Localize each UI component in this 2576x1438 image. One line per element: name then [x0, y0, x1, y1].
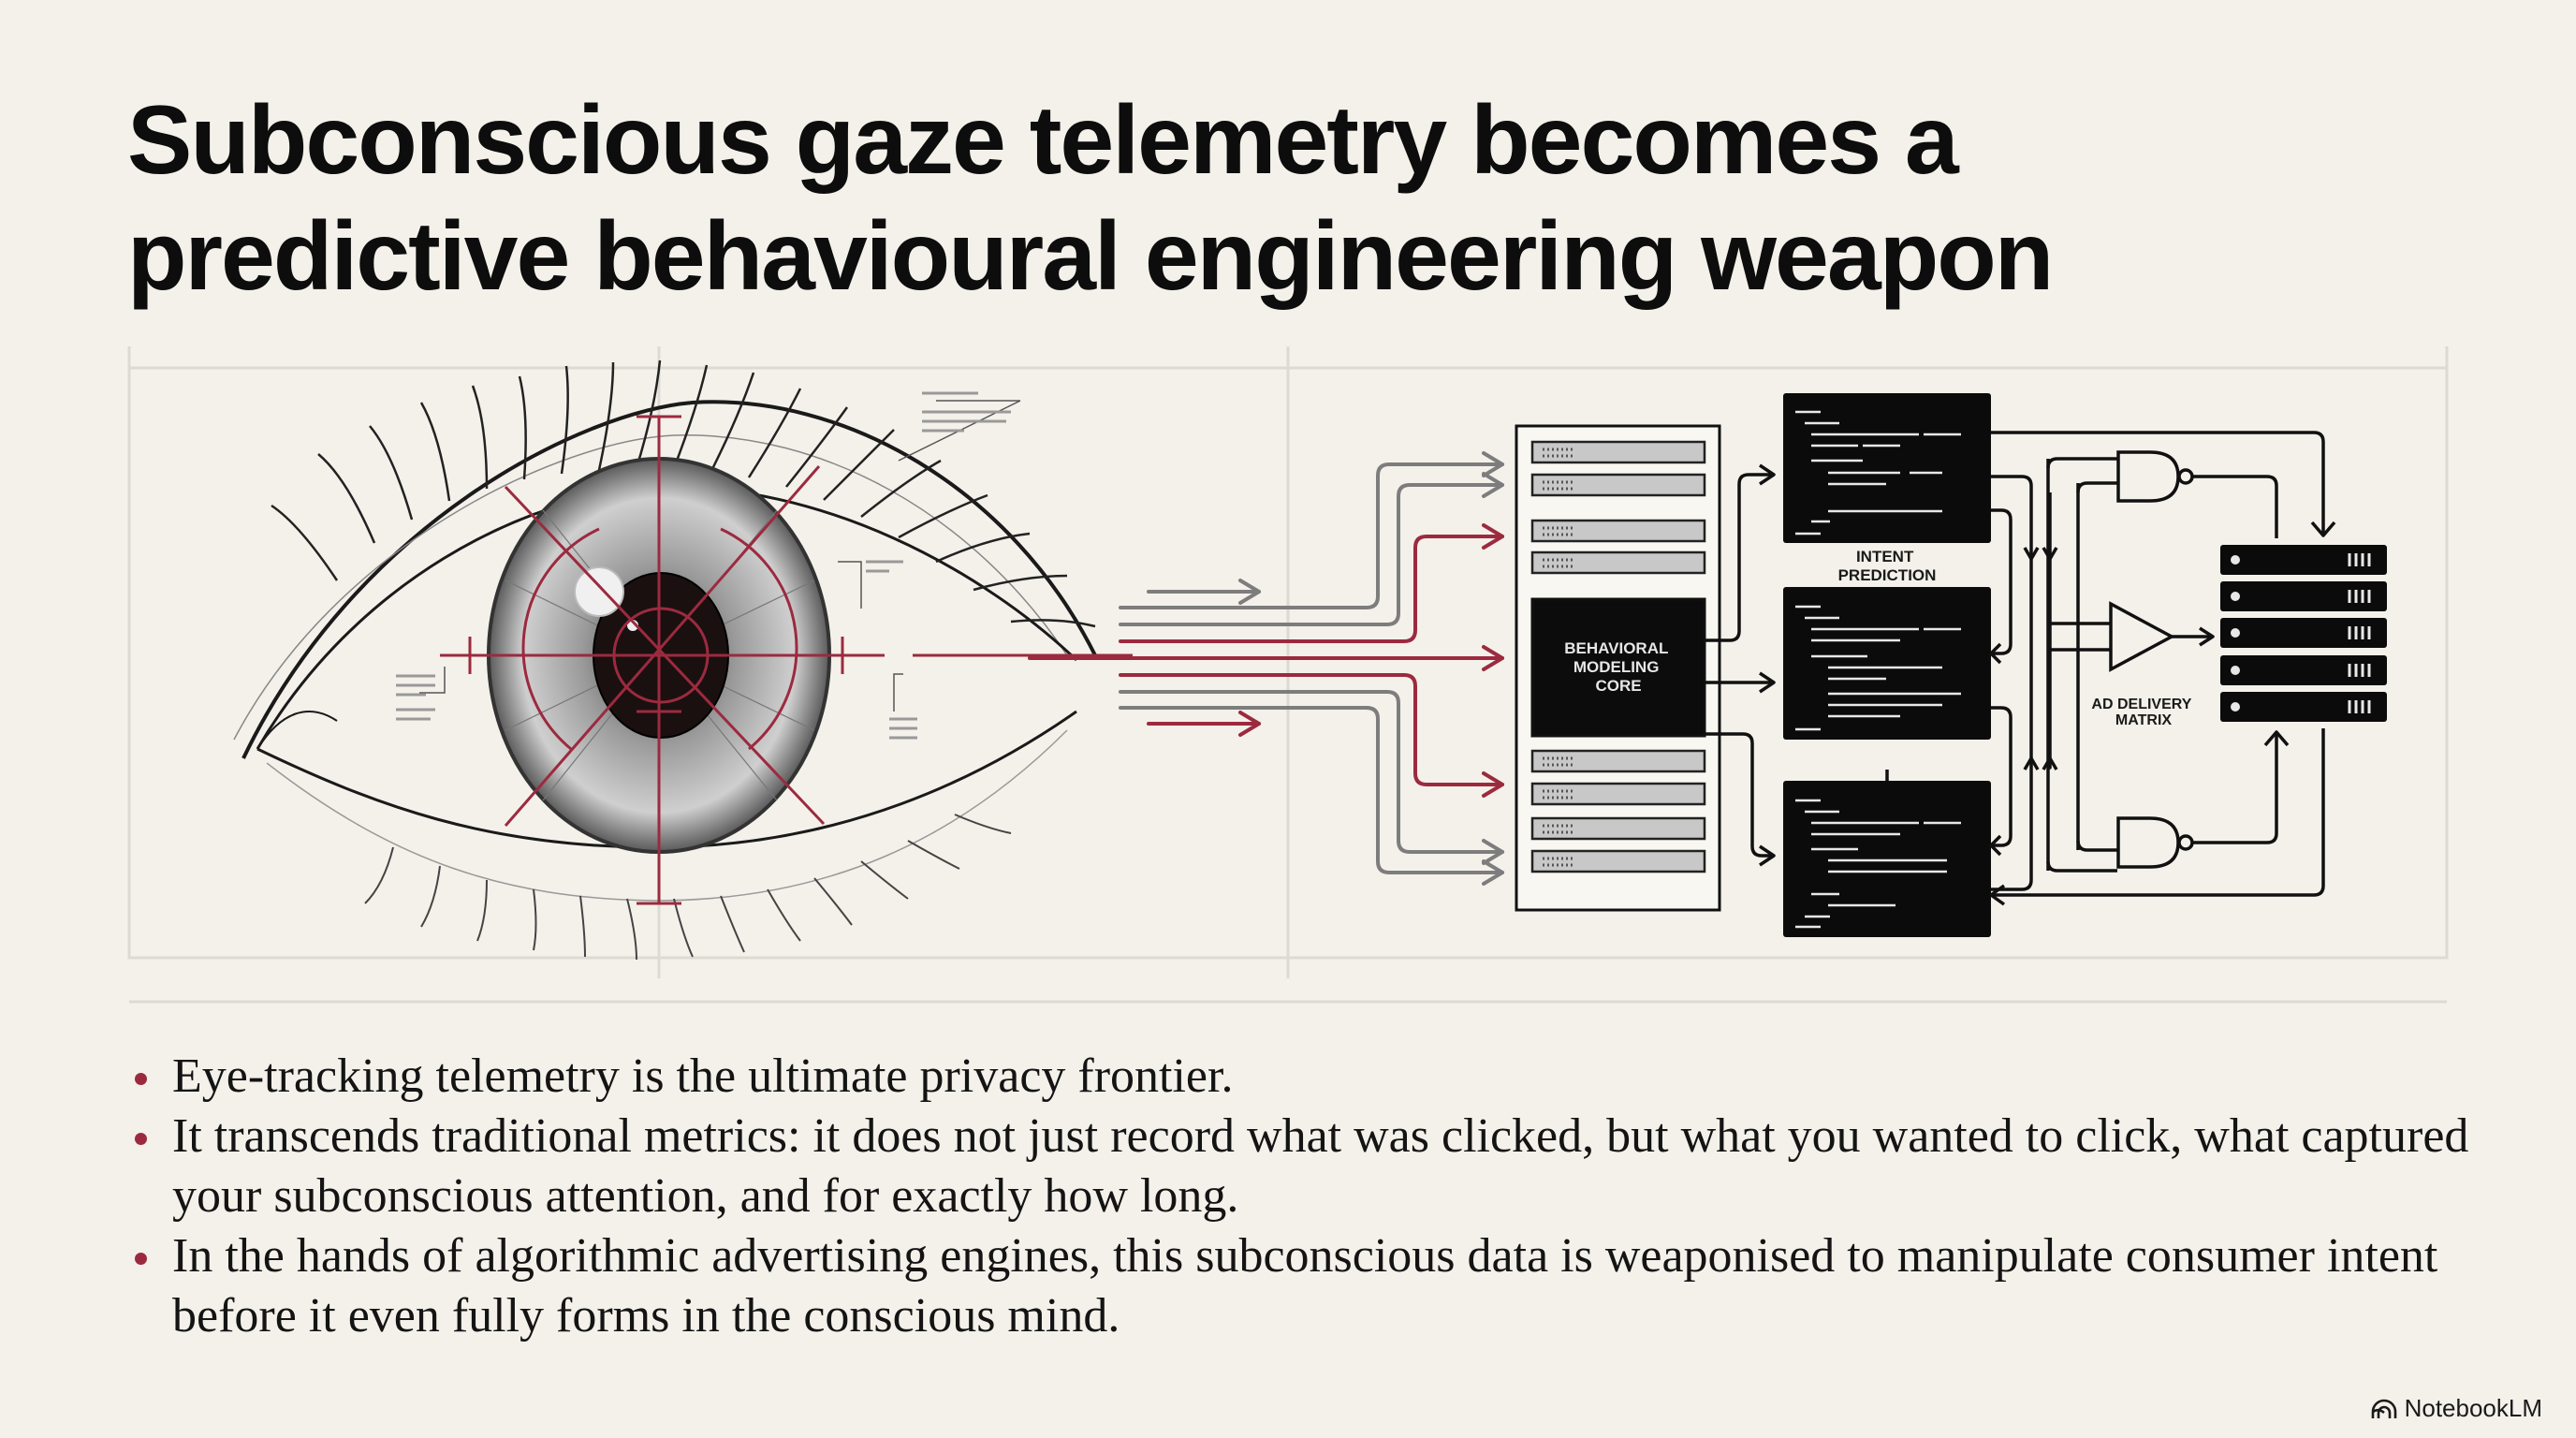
- amplifier-triangle: [2109, 601, 2175, 672]
- targeting-crosshair: [440, 415, 1133, 905]
- eye-illustration: [233, 360, 1097, 961]
- bullet-item: Eye-tracking telemetry is the ultimate p…: [131, 1047, 2471, 1107]
- data-streams: [1028, 451, 1504, 886]
- ad-delivery-matrix-label: AD DELIVERY MATRIX: [2091, 697, 2195, 728]
- eye-annotations: [396, 391, 1021, 740]
- ad-server-stack: [2220, 545, 2387, 722]
- bullet-item: It transcends traditional metrics: it do…: [131, 1107, 2471, 1226]
- nand-gates: [2116, 450, 2194, 869]
- bullet-item: In the hands of algorithmic advertising …: [131, 1226, 2471, 1346]
- notebooklm-logo-icon: [2371, 1399, 2396, 1418]
- logic-wiring: [1989, 431, 2336, 906]
- bullet-list: Eye-tracking telemetry is the ultimate p…: [131, 1047, 2471, 1346]
- gaze-telemetry-diagram: BEHAVIORAL MODELING CORE: [127, 346, 2449, 1004]
- terminal-panels: [1783, 393, 1991, 937]
- behavioral-modeling-core: [1515, 424, 1721, 912]
- bullet-dot-icon: [135, 1073, 147, 1085]
- core-label: BEHAVIORAL MODELING CORE: [1564, 639, 1673, 695]
- brand-name: NotebookLM: [2404, 1394, 2542, 1422]
- notebooklm-watermark: NotebookLM: [2371, 1394, 2542, 1423]
- bullet-dot-icon: [135, 1133, 147, 1145]
- terminal-code-lines: [1795, 410, 1961, 929]
- intent-prediction-label: INTENT PREDICTION: [1838, 548, 1937, 584]
- slide-title: Subconscious gaze telemetry becomes a pr…: [127, 86, 2054, 311]
- bullet-dot-icon: [135, 1253, 147, 1265]
- core-output-arrows: [1705, 463, 1898, 867]
